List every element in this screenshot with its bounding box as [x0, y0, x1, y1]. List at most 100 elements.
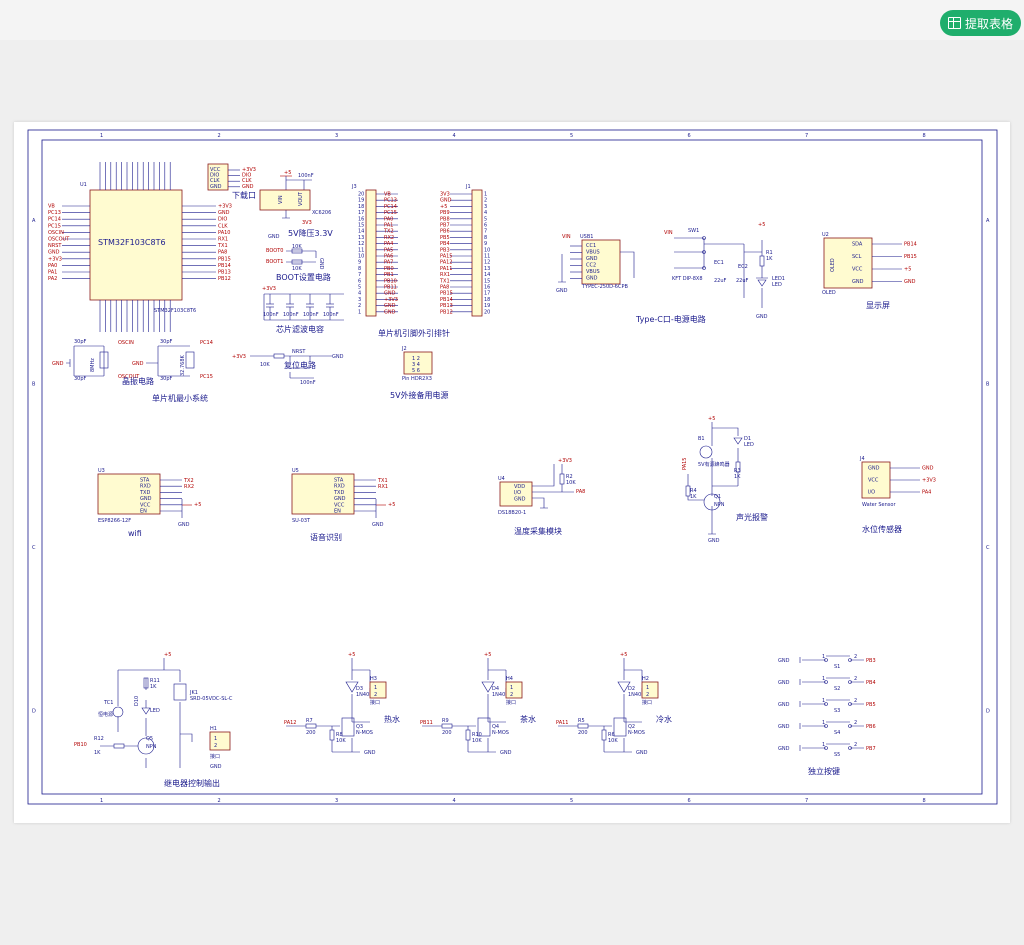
header-pin-number: 9 [484, 241, 487, 247]
header-pin-number: 12 [484, 260, 490, 266]
reset-r: 10K [260, 362, 270, 368]
module-net: TX1 [377, 478, 388, 484]
mcu-right-pin: PA8 [218, 250, 227, 256]
relay-k-part: SRD-05VDC-SL-C [190, 696, 233, 702]
frame-col-top: 5 [570, 133, 573, 139]
header-pin-number: 5 [358, 285, 361, 291]
debug-net: +3V3 [242, 167, 256, 173]
switch-gnd: GND [756, 314, 768, 320]
cold-q: Q2 [628, 724, 635, 730]
header-pin-number: 7 [358, 272, 361, 278]
voice-pin: EN [334, 509, 341, 515]
key-ref: S1 [834, 664, 840, 670]
header-pin-number: 10 [358, 254, 364, 260]
key-net: PB5 [866, 702, 876, 708]
crystal-pc14: PC14 [200, 340, 213, 346]
usb-part: TYPEC-250D-6CPB [581, 284, 628, 290]
header-net: TX2 [383, 229, 394, 235]
module-gnd: GND [372, 522, 384, 528]
svg-text:1: 1 [822, 698, 825, 704]
tea-q: Q4 [492, 724, 499, 730]
header-net: PA5 [384, 247, 393, 253]
boot1: BOOT1 [266, 259, 283, 265]
key-ref: S5 [834, 752, 840, 758]
header-pin-number: 17 [358, 210, 364, 216]
mcu-left-pin: PA1 [48, 270, 57, 276]
header-net: PC15 [384, 210, 397, 216]
tea-r2: R10 [472, 732, 482, 738]
switch-ec1-val: 22uF [714, 278, 727, 284]
crystal-y1-value: 8MHz [90, 358, 96, 372]
ext-power-connector [403, 351, 433, 375]
header-net: PA0 [384, 216, 393, 222]
svg-text:2: 2 [854, 720, 857, 726]
hot-gnd: GND [364, 750, 376, 756]
header-net: PB1 [384, 272, 394, 278]
header-net: PB14 [440, 297, 453, 303]
usb-pin: VBUS [586, 250, 600, 256]
temp-part: DS18B20-1 [498, 510, 526, 516]
oled-part: OLED [822, 290, 836, 296]
water-pin: GND [868, 466, 880, 472]
key-ref: S3 [834, 708, 840, 714]
debug-net: GND [242, 184, 254, 190]
header-pin-number: 6 [358, 278, 361, 284]
tea-sig: PB11 [420, 720, 433, 726]
cold-r2: R6 [608, 732, 615, 738]
frame-col-top: 3 [335, 133, 338, 139]
ldo-vin: VIN [278, 195, 284, 204]
module-net: +5 [194, 502, 201, 508]
temp-chip [499, 481, 533, 507]
switch-ref: SW1 [688, 228, 699, 234]
oled-ref: U2 [822, 232, 829, 238]
alarm-net: +5 [708, 416, 715, 422]
header-net: PB13 [440, 303, 453, 309]
frame-row-right: C [986, 545, 990, 551]
header-net: GND [384, 303, 396, 309]
temp-title: 温度采集模块 [514, 526, 562, 536]
header-net: +3V3 [384, 297, 398, 303]
relay-tc-note: 恒电源 [98, 711, 113, 718]
svg-text:2: 2 [854, 676, 857, 682]
ldo-net-in: +5 [284, 170, 291, 176]
header-pin-number: 13 [484, 266, 490, 272]
header-net: PB8 [440, 216, 450, 222]
frame-row-left: D [32, 709, 36, 715]
cold-net: +5 [620, 652, 627, 658]
relay-module: +5 R11 1K TC1 恒电源 D10 LED JK1 SRD-05VDC-… [74, 652, 233, 788]
header-pin-number: 11 [484, 254, 490, 260]
header-pin-number: 19 [358, 198, 364, 204]
relay-net: +5 [164, 652, 171, 658]
cold-r-val: 200 [578, 730, 588, 736]
oled-pin: SDA [852, 242, 863, 248]
oled-name: OLED [830, 258, 836, 272]
keys-title: 独立按键 [808, 766, 840, 776]
cold-h: H2 [642, 676, 649, 682]
water-net: PA4 [922, 490, 931, 496]
svg-text:2: 2 [854, 698, 857, 704]
hot-title: 热水 [384, 714, 400, 724]
switch-net: +5 [758, 222, 765, 228]
hot-d: D3 [356, 686, 363, 692]
cold-r: R5 [578, 718, 585, 724]
frame-inner [41, 139, 983, 795]
svg-text:1: 1 [822, 676, 825, 682]
usb-title: Type-C口-电源电路 [635, 314, 706, 324]
switch-part: KFT DIP-8X8 [672, 276, 703, 282]
voice-pin: STA [334, 478, 344, 484]
crystal-pc15: PC15 [200, 374, 213, 380]
usb-connector [581, 239, 621, 285]
svg-text:1: 1 [822, 720, 825, 726]
hot-r: R7 [306, 718, 313, 724]
usb-pin: VBUS [586, 269, 600, 275]
svg-text:2: 2 [854, 654, 857, 660]
extract-table-button[interactable]: 提取表格 [940, 10, 1021, 36]
header-pin-number: 4 [358, 291, 361, 297]
crystal-c1-value: 30pF [74, 339, 87, 345]
header-net: PB10 [384, 278, 397, 284]
wifi-ref: U3 [98, 468, 105, 474]
wifi-title: wifi [128, 529, 142, 538]
reset-net: +3V3 [232, 354, 246, 360]
